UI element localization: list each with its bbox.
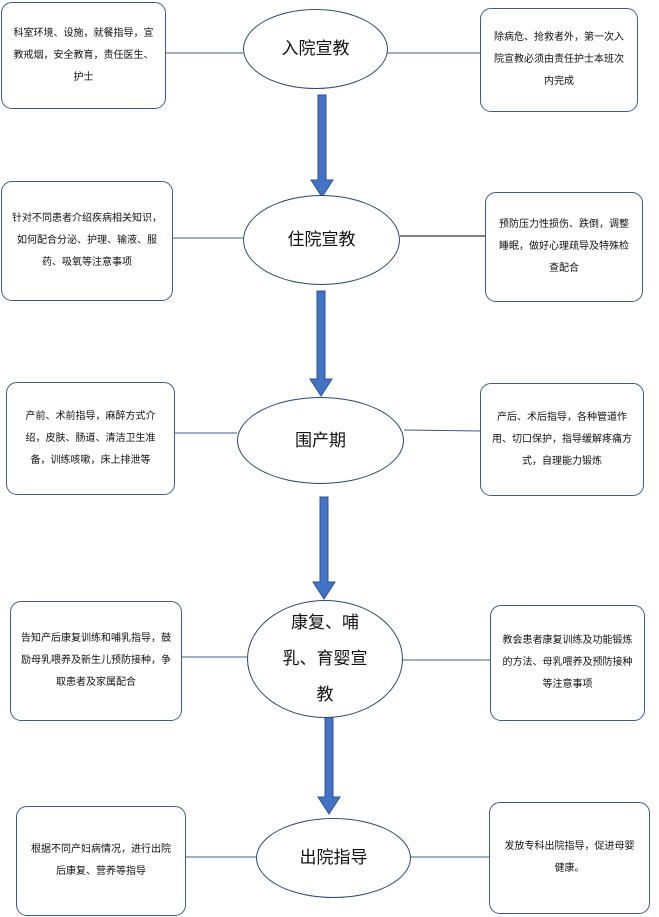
stage-5-left-box: 根据不同产妇病情况，进行出院后康复、营养等指导 [16,806,186,916]
stage-2-left-box: 针对不同患者介绍疾病相关知识，如何配合分泌、护理、输液、服药、吸氧等注意事项 [1,181,173,301]
stage-3-oval: 围产期 [237,397,404,484]
down-arrow-2 [309,290,333,397]
stage-1-left-box: 科室环境、设施，就餐指导，宣教戒烟，安全教育，责任医生、护士 [1,2,166,109]
down-arrow-1 [310,94,334,198]
stage-1-title: 入院宣教 [281,39,350,59]
stage-5-oval: 出院指导 [256,818,411,898]
stage-3-title: 围产期 [295,430,346,451]
stage-2-right-box: 预防压力性损伤、跌倒，调整睡眠，做好心理疏导及特殊检查配合 [485,192,643,302]
connector-line [403,429,482,432]
stage-4-left-text: 告知产后康复训练和哺乳指导，鼓励母乳喂养及新生儿预防接种，争取患者及家属配合 [21,633,171,688]
stage-5-left-text: 根据不同产妇病情况，进行出院后康复、营养等指导 [31,844,171,877]
stage-4-right-text: 教会患者康复训练及功能锻炼的方法、母乳喂养及预防接种等注意事项 [502,635,633,690]
down-arrow-3 [312,496,336,600]
stage-3-left-text: 产前、术前指导，麻醉方式介绍，皮肤、肠道、清洁卫生准备，训练咳嗽，床上排泄等 [25,410,156,466]
stage-4-right-box: 教会患者康复训练及功能锻炼的方法、母乳喂养及预防接种等注意事项 [490,605,645,721]
stage-3-right-text: 产后、术后指导，各种管道作用、切口保护，指导缓解疼痛方式，自理能力锻炼 [492,411,632,467]
stage-5-right-box: 发放专科出院指导，促进母婴健康。 [489,802,650,914]
stage-1-oval: 入院宣教 [243,9,388,89]
stage-5-right-text: 发放专科出院指导，促进母婴健康。 [504,841,635,874]
stage-1-right-box: 除病危、抢救者外，第一次入院宣教必须由责任护士本班次内完成 [480,8,638,112]
stage-4-left-box: 告知产后康复训练和哺乳指导，鼓励母乳喂养及新生儿预防接种，争取患者及家属配合 [10,601,182,721]
stage-1-right-text: 除病危、抢救者外，第一次入院宣教必须由责任护士本班次内完成 [494,32,624,87]
stage-1-left-text: 科室环境、设施，就餐指导，宣教戒烟，安全教育，责任医生、护士 [13,27,154,83]
stage-2-left-text: 针对不同患者介绍疾病相关知识，如何配合分泌、护理、输液、服药、吸氧等注意事项 [12,213,162,268]
down-arrow-4 [317,715,341,815]
stage-4-oval: 康复、哺乳、育婴宣教 [247,600,403,718]
stage-2-right-text: 预防压力性损伤、跌倒，调整睡眠，做好心理疏导及特殊检查配合 [499,219,629,274]
stage-2-oval: 住院宣教 [243,195,400,285]
stage-5-title: 出院指导 [299,848,368,868]
stage-3-right-box: 产后、术后指导，各种管道作用、切口保护，指导缓解疼痛方式，自理能力锻炼 [480,383,644,496]
stage-2-title: 住院宣教 [287,230,356,250]
stage-3-left-box: 产前、术前指导，麻醉方式介绍，皮肤、肠道、清洁卫生准备，训练咳嗽，床上排泄等 [6,382,175,495]
stage-4-title: 康复、哺乳、育婴宣教 [282,613,368,705]
